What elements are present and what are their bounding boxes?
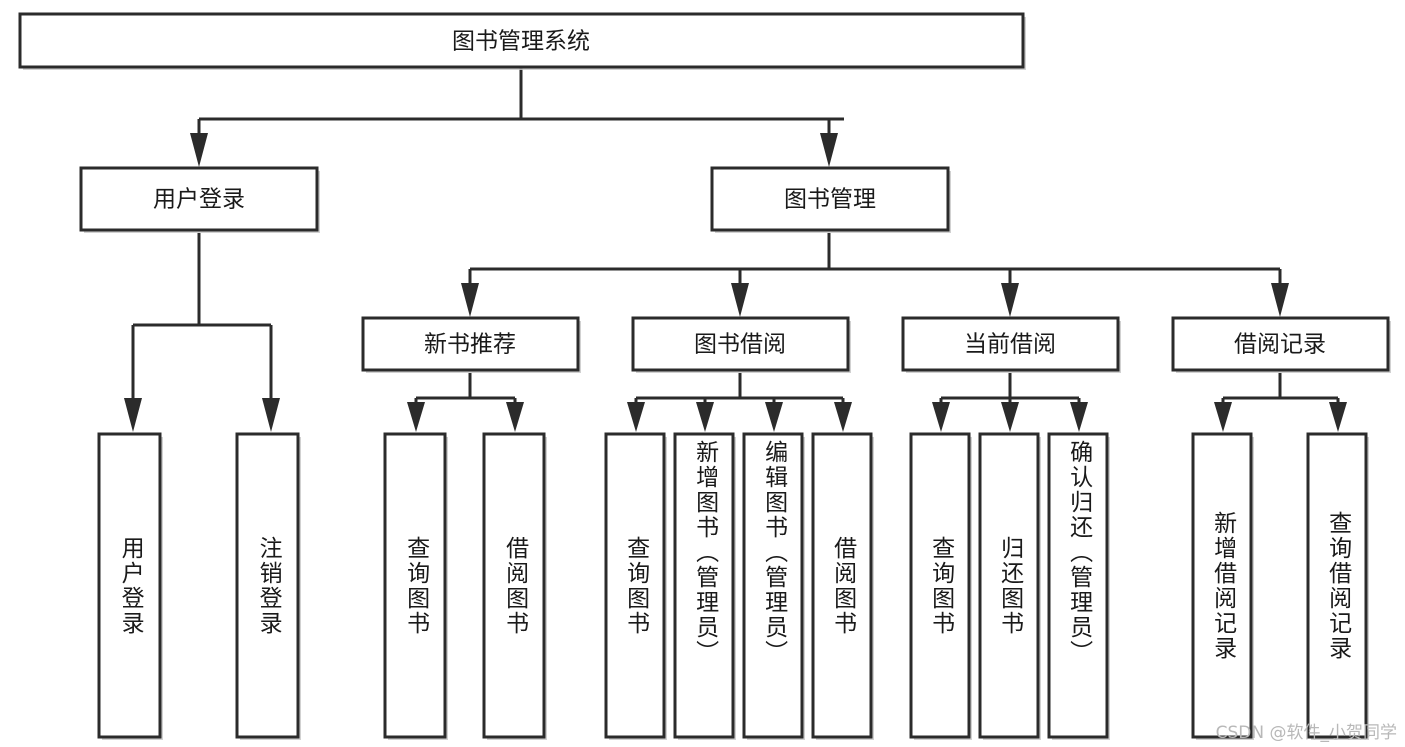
- node-root[interactable]: 图书管理系统: [18, 12, 1026, 70]
- leaf-new-book-1-box[interactable]: [482, 432, 546, 739]
- leaf-user-login-0-box[interactable]: [97, 432, 162, 739]
- leaf-user-login-1-box[interactable]: [235, 432, 300, 739]
- leaf-new-book-0[interactable]: [383, 432, 448, 740]
- leaf-book-borrow-0[interactable]: [604, 432, 667, 740]
- node-borrow-record[interactable]: 借阅记录: [1171, 316, 1391, 373]
- arrow-head-book-borrow: [731, 283, 749, 317]
- node-new-book-recommend-box[interactable]: [361, 316, 580, 372]
- arrow-head-bookmgmt: [820, 133, 838, 167]
- arrow-head-bookborrow-leaf-3: [834, 402, 852, 432]
- arrow-head-borrow-record: [1271, 283, 1289, 317]
- node-user-login-box[interactable]: [79, 166, 319, 232]
- arrow-head-currentborrow-leaf-1: [1001, 402, 1019, 432]
- node-book-borrow-box[interactable]: [631, 316, 850, 372]
- leaf-borrow-record-0-box[interactable]: [1191, 432, 1253, 739]
- leaf-user-login-0[interactable]: [97, 432, 163, 740]
- arrow-head-currentborrow-leaf-0: [932, 402, 950, 432]
- leaf-current-borrow-2-box[interactable]: [1047, 432, 1109, 739]
- arrow-head-userlogin: [190, 133, 208, 167]
- leaf-book-borrow-3[interactable]: [811, 432, 874, 740]
- arrow-head-current-borrow: [1001, 283, 1019, 317]
- leaf-current-borrow-1-box[interactable]: [978, 432, 1040, 739]
- node-book-management[interactable]: 图书管理: [710, 166, 951, 233]
- node-new-book-recommend[interactable]: 新书推荐: [361, 316, 581, 373]
- node-user-login[interactable]: 用户登录: [79, 166, 320, 233]
- node-user-login-label: 用户登录: [153, 187, 245, 213]
- leaf-new-book-0-box[interactable]: [383, 432, 447, 739]
- node-current-borrow-box[interactable]: [901, 316, 1120, 372]
- arrow-head-borrowrecord-leaf-0: [1214, 402, 1232, 432]
- connector-layer: [124, 67, 1347, 432]
- arrow-head-user-login-leaf: [124, 398, 142, 432]
- leaf-book-borrow-3-box[interactable]: [811, 432, 873, 739]
- node-book-borrow[interactable]: 图书借阅: [631, 316, 851, 373]
- node-root-box[interactable]: [18, 12, 1025, 69]
- leaf-user-login-1[interactable]: [235, 432, 301, 740]
- leaf-book-borrow-1[interactable]: [673, 432, 736, 740]
- arrow-head-bookborrow-leaf-1: [696, 402, 714, 432]
- arrow-head-newbook-leaf-1: [506, 402, 524, 432]
- node-borrow-record-box[interactable]: [1171, 316, 1390, 372]
- leaf-book-borrow-2-box[interactable]: [742, 432, 804, 739]
- leaf-borrow-record-1[interactable]: [1306, 432, 1369, 740]
- leaf-book-borrow-1-box[interactable]: [673, 432, 735, 739]
- leaf-current-borrow-2[interactable]: [1047, 432, 1110, 740]
- leaf-borrow-record-0[interactable]: [1191, 432, 1254, 740]
- node-book-management-label: 图书管理: [784, 187, 876, 213]
- leaf-current-borrow-1[interactable]: [978, 432, 1041, 740]
- node-current-borrow[interactable]: 当前借阅: [901, 316, 1121, 373]
- node-book-management-box[interactable]: [710, 166, 950, 232]
- watermark-text: CSDN @软件_小贺同学: [1215, 723, 1397, 743]
- arrow-head-bookborrow-leaf-0: [627, 402, 645, 432]
- leaf-book-borrow-0-box[interactable]: [604, 432, 666, 739]
- arrow-head-newbook-leaf-0: [407, 402, 425, 432]
- arrow-head-bookborrow-leaf-2: [765, 402, 783, 432]
- arrow-head-borrowrecord-leaf-1: [1329, 402, 1347, 432]
- leaf-borrow-record-1-box[interactable]: [1306, 432, 1368, 739]
- arrow-head-currentborrow-leaf-2: [1070, 402, 1088, 432]
- node-new-book-recommend-label: 新书推荐: [424, 332, 516, 358]
- leaf-current-borrow-0-box[interactable]: [909, 432, 971, 739]
- leaf-current-borrow-0[interactable]: [909, 432, 972, 740]
- leaf-new-book-1[interactable]: [482, 432, 547, 740]
- node-current-borrow-label: 当前借阅: [964, 332, 1056, 358]
- arrow-head-logout-leaf: [262, 398, 280, 432]
- node-book-borrow-label: 图书借阅: [694, 332, 786, 358]
- leaf-book-borrow-2[interactable]: [742, 432, 805, 740]
- node-root-label: 图书管理系统: [452, 29, 590, 55]
- node-borrow-record-label: 借阅记录: [1234, 332, 1326, 358]
- arrow-head-new-book: [461, 283, 479, 317]
